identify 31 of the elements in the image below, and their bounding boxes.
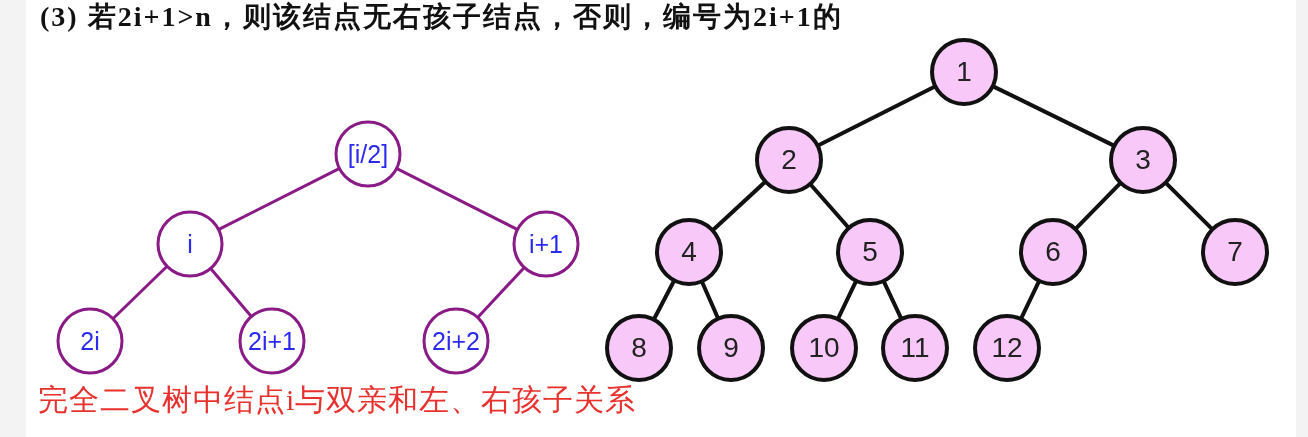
- node-circle: 2i: [56, 307, 124, 375]
- connector-line: [217, 167, 341, 231]
- connector-line: [808, 182, 851, 230]
- connector-line: [1164, 181, 1214, 231]
- node-circle: 2i+1: [238, 307, 306, 375]
- connector-line: [700, 280, 720, 320]
- node-circle: [i/2]: [334, 120, 402, 188]
- connector-line: [1074, 181, 1122, 231]
- connector-line: [652, 279, 676, 321]
- connector-line: [476, 266, 526, 319]
- node-circle: 9: [697, 314, 765, 382]
- connector-line: [112, 265, 168, 320]
- node-circle: 2: [755, 126, 823, 194]
- node-circle: 6: [1019, 218, 1087, 286]
- node-circle: 11: [881, 314, 949, 382]
- node-circle: 2i+2: [422, 307, 490, 375]
- connector-line: [711, 180, 767, 232]
- node-circle: 1: [930, 38, 998, 106]
- paragraph-text: (3) 若2i+1>n，则该结点无右孩子结点，否则，编号为2i+1的: [40, 1, 843, 33]
- node-circle: 4: [655, 218, 723, 286]
- connector-line: [209, 267, 253, 318]
- node-circle: 12: [973, 314, 1041, 382]
- node-circle: 5: [836, 218, 904, 286]
- node-circle: 10: [790, 314, 858, 382]
- node-circle: i+1: [512, 210, 580, 278]
- node-circle: 8: [605, 314, 673, 382]
- node-circle: i: [156, 210, 224, 278]
- figure-caption: 完全二叉树中结点i与双亲和左、右孩子关系: [38, 382, 637, 418]
- node-circle: 3: [1109, 126, 1177, 194]
- connector-line: [395, 167, 519, 231]
- node-circle: 7: [1201, 218, 1269, 286]
